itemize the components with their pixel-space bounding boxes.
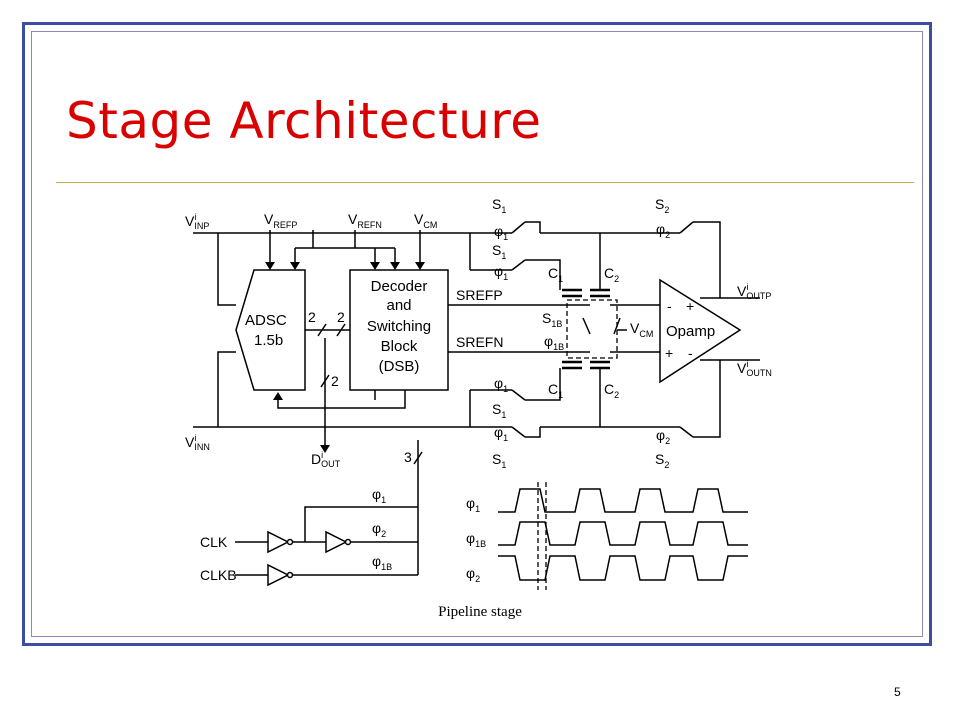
- bus-slashes: [317, 323, 423, 465]
- label-phi1b-mid: φ1B: [544, 333, 564, 352]
- dsb-label-4: Block: [381, 338, 418, 355]
- label-wave-phi1b: φ1B: [466, 530, 486, 549]
- opamp-pin-minus-top: -: [667, 298, 672, 314]
- dsb-label-2: and: [386, 297, 411, 314]
- label-s1-top-a: S1: [492, 196, 506, 215]
- bus-width-b: 2: [337, 309, 345, 325]
- label-s1-bot-a: S1: [492, 401, 506, 420]
- adsc-block: [235, 269, 306, 391]
- label-phi1-top-b: φ1: [494, 263, 508, 282]
- s1b-dashed-box: [566, 299, 618, 359]
- label-phi1-bot-b: φ1: [494, 424, 508, 443]
- opamp-symbol: [659, 278, 742, 384]
- dsb-label-3: Switching: [367, 318, 431, 335]
- slide-title: Stage Architecture: [66, 92, 542, 150]
- schematic-wires: [193, 221, 760, 576]
- label-s1-top-b: S1: [492, 242, 506, 261]
- label-phi1-bot-a: φ1: [494, 375, 508, 394]
- slide-border-inner: [31, 31, 923, 637]
- label-phi1-top-a: φ1: [494, 223, 508, 242]
- label-clk: CLK: [200, 534, 228, 550]
- figure-caption: Pipeline stage: [438, 604, 522, 620]
- waveform-phi1: [498, 488, 748, 513]
- waveform-markers: [537, 482, 547, 590]
- label-c2-top: C2: [604, 265, 619, 284]
- label-vrefn: VREFN: [348, 211, 382, 230]
- capacitors: [562, 288, 610, 370]
- clock-waveforms: [498, 488, 748, 581]
- opamp-pin-plus-top: +: [686, 298, 694, 314]
- schematic-arrows: [265, 262, 425, 453]
- net-srefp: SREFP: [456, 287, 503, 303]
- label-vcm-top: VCM: [414, 211, 437, 230]
- dsb-block: [349, 269, 449, 391]
- label-clk-phi1: φ1: [372, 486, 386, 505]
- label-vrefp: VREFP: [264, 211, 297, 230]
- label-clk-phi1b: φ1B: [372, 553, 392, 572]
- opamp-label: Opamp: [666, 323, 715, 340]
- inverters: [267, 530, 352, 587]
- bus-width-a: 2: [308, 309, 316, 325]
- label-phi2-top: φ2: [656, 221, 670, 240]
- opamp-pin-plus-bot: +: [665, 345, 673, 361]
- bus-width-c: 2: [331, 373, 339, 389]
- label-c2-bot: C2: [604, 381, 619, 400]
- opamp-pin-minus-bot: -: [688, 345, 693, 361]
- label-c1-top: C1: [548, 265, 563, 284]
- label-clkb: CLKB: [200, 567, 237, 583]
- label-s1b: S1B: [542, 310, 562, 329]
- adsc-label-1: ADSC: [245, 312, 287, 329]
- label-s1-bot-b: S1: [492, 451, 506, 470]
- dsb-label-1: Decoder: [371, 278, 428, 295]
- label-c1-bot: C1: [548, 381, 563, 400]
- title-rule: [56, 182, 914, 183]
- adsc-label-2: 1.5b: [254, 332, 283, 349]
- dsb-label-5: (DSB): [379, 358, 420, 375]
- label-vcm-mid: VCM: [630, 320, 653, 339]
- label-s2-top: S2: [655, 196, 669, 215]
- waveform-phi2: [498, 555, 748, 581]
- slide-border-outer: [22, 22, 932, 646]
- label-wave-phi1: φ1: [466, 495, 480, 514]
- label-clk-phi2: φ2: [372, 520, 386, 539]
- bus-width-three: 3: [404, 449, 412, 465]
- label-wave-phi2: φ2: [466, 565, 480, 584]
- net-srefn: SREFN: [456, 334, 503, 350]
- waveform-phi1b: [498, 521, 748, 546]
- label-s2-bot: S2: [655, 451, 669, 470]
- page-number: 5: [894, 685, 901, 699]
- switch-blades: [511, 221, 694, 438]
- label-phi2-bot: φ2: [656, 427, 670, 446]
